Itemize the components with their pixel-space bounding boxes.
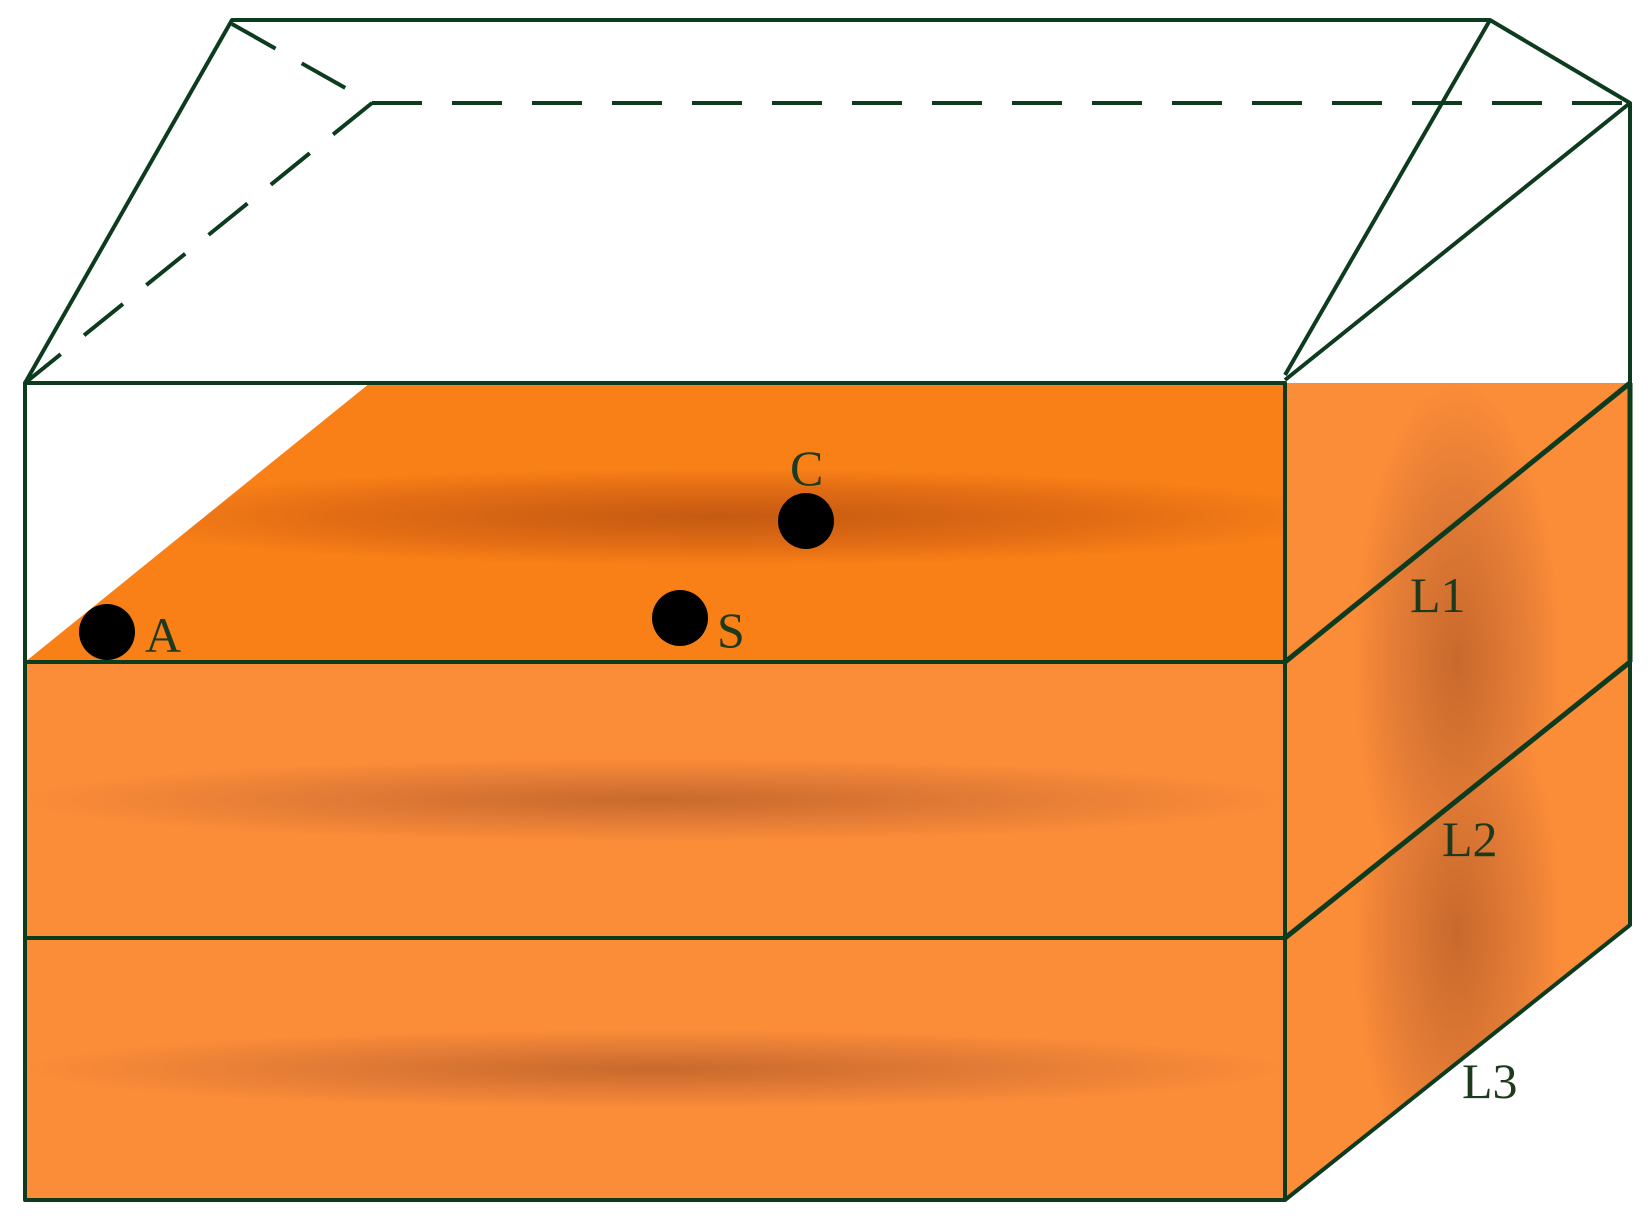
box-edges — [23, 18, 1633, 1202]
layer-l2-side-face — [1285, 383, 1630, 938]
top-face-outline — [23, 18, 1632, 1202]
layer-l1-top-surface — [25, 383, 1285, 662]
layer-l3-front-face — [25, 938, 1285, 1200]
point-s-label: S — [717, 602, 745, 658]
point-a-marker — [79, 604, 135, 660]
hidden-edge-back-left-top — [231, 22, 373, 105]
layer-l3-side-face — [1285, 662, 1630, 1200]
edge-back-right-diagonal — [1283, 18, 1492, 377]
edge-top-right-diagonal — [1283, 101, 1632, 382]
point-s-marker — [652, 590, 708, 646]
front-face-outline — [23, 381, 1287, 1202]
point-a-label: A — [145, 607, 181, 663]
boundary-l1-side-top — [1283, 381, 1632, 664]
boundary-l1-l2-side — [1283, 660, 1632, 940]
layer-l2-front-face — [25, 662, 1285, 938]
point-c-label: C — [790, 440, 823, 496]
layer-l2-label: L2 — [1442, 811, 1498, 867]
hidden-edge-back-left-diagonal — [23, 101, 374, 385]
hidden-edges — [23, 22, 1630, 385]
layer-l3-label: L3 — [1462, 1053, 1518, 1109]
point-c-marker — [778, 493, 834, 549]
layer-l1-label: L1 — [1410, 567, 1466, 623]
